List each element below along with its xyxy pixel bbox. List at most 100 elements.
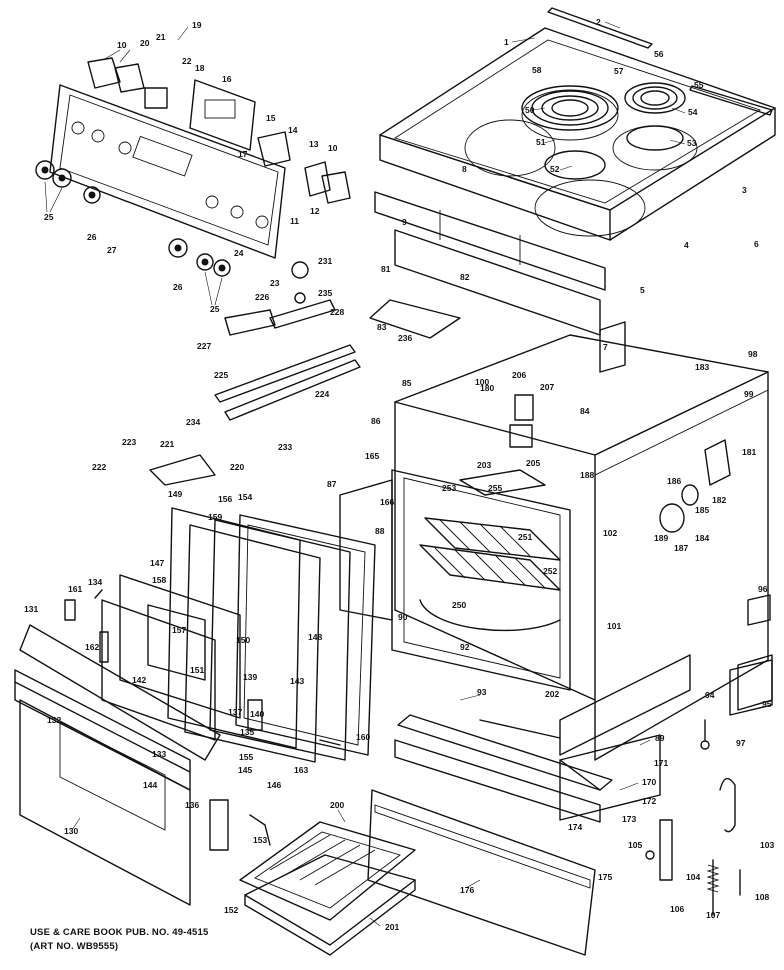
- callout-95: 95: [762, 699, 772, 709]
- callout-161: 161: [68, 584, 82, 594]
- callout-51: 51: [536, 137, 546, 147]
- callout-82: 82: [460, 272, 470, 282]
- callout-144: 144: [143, 780, 157, 790]
- callout-148: 148: [308, 632, 322, 642]
- callout-225: 225: [214, 370, 228, 380]
- lower-right-parts: [645, 659, 773, 916]
- storage-drawer: [367, 714, 661, 956]
- callout-labels: 1 2 3 4 5 6 7 8 9 10 10 11 12 13 14 15 1…: [24, 17, 774, 932]
- backsplash-panel: [49, 57, 351, 259]
- callout-84: 84: [580, 406, 590, 416]
- callout-108: 108: [755, 892, 769, 902]
- surface-unit-large: [521, 85, 619, 131]
- callout-146: 146: [267, 780, 281, 790]
- callout-155: 155: [239, 752, 253, 762]
- callout-102: 102: [603, 528, 617, 538]
- callout-134: 134: [88, 577, 102, 587]
- callout-187: 187: [674, 543, 688, 553]
- callout-11: 11: [290, 216, 299, 226]
- callout-105: 105: [628, 840, 642, 850]
- callout-184: 184: [695, 533, 709, 543]
- callout-175: 175: [598, 872, 612, 882]
- callout-54: 54: [688, 107, 698, 117]
- surface-unit-small: [624, 82, 686, 114]
- callout-151: 151: [190, 665, 204, 675]
- callout-27: 27: [107, 245, 117, 255]
- callout-236: 236: [398, 333, 412, 343]
- callout-157: 157: [172, 625, 186, 635]
- callout-83: 83: [377, 322, 387, 332]
- callout-159: 159: [208, 512, 222, 522]
- callout-99: 99: [744, 389, 754, 399]
- callout-158: 158: [152, 575, 166, 585]
- callout-55: 55: [694, 80, 704, 90]
- callout-2: 2: [596, 17, 601, 27]
- callout-181: 181: [742, 447, 756, 457]
- callout-130: 130: [64, 826, 78, 836]
- callout-18: 18: [195, 63, 205, 73]
- callout-235: 235: [318, 288, 332, 298]
- callout-152: 152: [224, 905, 238, 915]
- callout-133: 133: [152, 749, 166, 759]
- control-knobs: [35, 160, 309, 304]
- callout-221: 221: [160, 439, 174, 449]
- callout-15: 15: [266, 113, 276, 123]
- callout-252: 252: [543, 566, 557, 576]
- callout-107: 107: [706, 910, 720, 920]
- callout-147: 147: [150, 558, 164, 568]
- hinge-assembly: [149, 299, 361, 486]
- callout-13: 13: [309, 139, 319, 149]
- oven-rack-lower: [419, 544, 561, 591]
- callout-172: 172: [642, 796, 656, 806]
- callout-131: 131: [24, 604, 38, 614]
- callout-162: 162: [85, 642, 99, 652]
- callout-94: 94: [705, 690, 715, 700]
- callout-251: 251: [518, 532, 532, 542]
- callout-173: 173: [622, 814, 636, 824]
- callout-16: 16: [222, 74, 232, 84]
- callout-186: 186: [667, 476, 681, 486]
- callout-154: 154: [238, 492, 252, 502]
- callout-253: 253: [442, 483, 456, 493]
- callout-52: 52: [550, 164, 560, 174]
- callout-227: 227: [197, 341, 211, 351]
- callout-140: 140: [250, 709, 264, 719]
- callout-160: 160: [356, 732, 370, 742]
- callout-17: 17: [238, 149, 248, 159]
- callout-26b: 26: [173, 282, 183, 292]
- callout-166: 166: [380, 497, 394, 507]
- callout-220: 220: [230, 462, 244, 472]
- callout-5: 5: [640, 285, 645, 295]
- callout-207: 207: [540, 382, 554, 392]
- callout-182: 182: [712, 495, 726, 505]
- callout-101: 101: [607, 621, 621, 631]
- callout-21: 21: [156, 32, 166, 42]
- callout-137: 137: [228, 707, 242, 717]
- callout-92: 92: [460, 642, 470, 652]
- cooktop-assembly: [369, 7, 776, 373]
- callout-136: 136: [185, 800, 199, 810]
- callout-7: 7: [603, 342, 608, 352]
- callout-183: 183: [695, 362, 709, 372]
- callout-226: 226: [255, 292, 269, 302]
- broiler-pan: [239, 821, 416, 956]
- callout-145: 145: [238, 765, 252, 775]
- callout-89: 89: [655, 733, 665, 743]
- callout-234: 234: [186, 417, 200, 427]
- callout-222: 222: [92, 462, 106, 472]
- callout-98: 98: [748, 349, 758, 359]
- callout-90: 90: [398, 612, 408, 622]
- callout-200: 200: [330, 800, 344, 810]
- callout-24: 24: [234, 248, 244, 258]
- callout-88: 88: [375, 526, 385, 536]
- callout-6: 6: [754, 239, 759, 249]
- callout-85: 85: [402, 378, 412, 388]
- callout-26a: 26: [87, 232, 97, 242]
- callout-22: 22: [182, 56, 192, 66]
- callout-57: 57: [614, 66, 624, 76]
- callout-10b: 10: [328, 143, 338, 153]
- callout-19: 19: [192, 20, 202, 30]
- door-hardware: [64, 589, 341, 851]
- callout-25a: 25: [44, 212, 54, 222]
- callout-142: 142: [132, 675, 146, 685]
